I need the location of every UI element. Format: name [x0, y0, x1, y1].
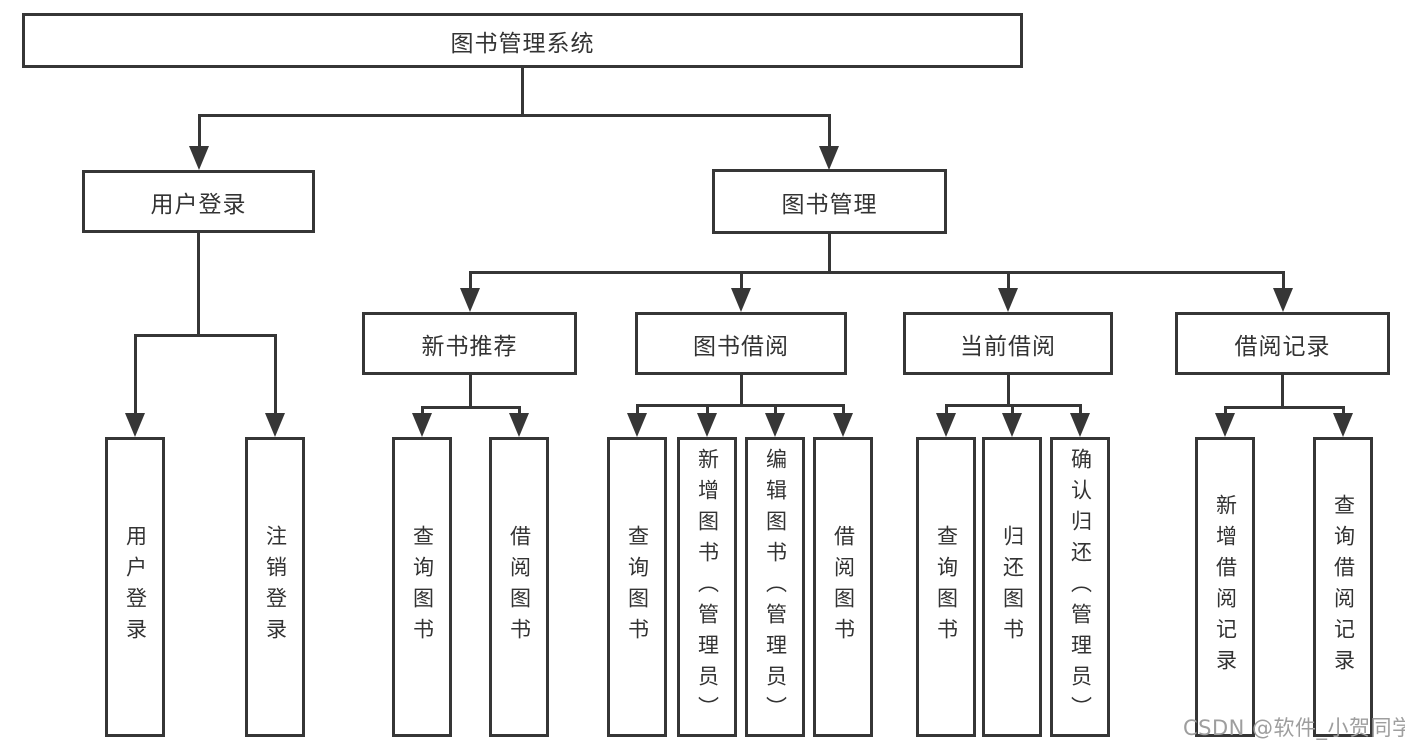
- connector-borrow-trunk: [740, 375, 743, 407]
- arrow-down-icon: [265, 413, 285, 437]
- node-label: 借阅图书: [831, 525, 856, 649]
- node-label: 新书推荐: [421, 333, 518, 360]
- arrow-down-icon: [1215, 413, 1235, 437]
- connector-recommend-drop: [518, 406, 521, 416]
- arrow-down-icon: [1333, 413, 1353, 437]
- node-label: 查询图书: [625, 525, 650, 649]
- connector-root-trunk: [521, 65, 524, 116]
- arrow-down-icon: [731, 288, 751, 312]
- node-new-book-recommend: 新书推荐: [362, 312, 577, 375]
- connector-book-mgmt-drop: [1282, 271, 1285, 292]
- node-label: 当前借阅: [960, 333, 1056, 360]
- arrow-down-icon: [460, 288, 480, 312]
- node-label: 查询图书: [410, 525, 435, 649]
- node-label: 图书管理系统: [450, 30, 595, 57]
- connector-current-drop: [1011, 404, 1014, 416]
- node-label: 用户登录: [123, 525, 148, 649]
- connector-records-drop: [1342, 406, 1345, 416]
- connector-current-drop: [1079, 404, 1082, 416]
- arrow-down-icon: [189, 146, 209, 170]
- node-label: 图书借阅: [693, 333, 789, 360]
- connector-borrow-drop: [842, 404, 845, 416]
- node-label: 图书管理: [781, 191, 878, 218]
- node-label: 查询借阅记录: [1331, 494, 1356, 680]
- leaf-add-borrow-record: 新增借阅记录: [1195, 437, 1255, 737]
- arrow-down-icon: [998, 288, 1018, 312]
- connector-recommend-bar: [421, 406, 521, 409]
- leaf-user-login: 用户登录: [105, 437, 165, 737]
- node-label: 确认归还（管理员）: [1068, 447, 1093, 727]
- arrow-down-icon: [765, 413, 785, 437]
- connector-recommend-drop: [421, 406, 424, 416]
- connector-root-bar: [198, 114, 831, 117]
- connector-current-trunk: [1007, 375, 1010, 407]
- connector-root-drop-right: [828, 114, 831, 148]
- node-root-system: 图书管理系统: [22, 13, 1023, 68]
- connector-book-mgmt-drop: [469, 271, 472, 292]
- node-user-login: 用户登录: [82, 170, 315, 233]
- arrow-down-icon: [1002, 413, 1022, 437]
- node-borrow-records: 借阅记录: [1175, 312, 1390, 375]
- leaf-query-books-recommend: 查询图书: [392, 437, 452, 737]
- leaf-query-borrow-record: 查询借阅记录: [1313, 437, 1373, 737]
- node-label: 新增图书（管理员）: [695, 447, 720, 727]
- connector-borrow-bar: [636, 404, 844, 407]
- arrow-down-icon: [819, 146, 839, 170]
- node-label: 查询图书: [934, 525, 959, 649]
- node-book-borrow: 图书借阅: [635, 312, 847, 375]
- arrow-down-icon: [125, 413, 145, 437]
- connector-user-login-drop: [134, 334, 137, 416]
- leaf-query-books-borrow: 查询图书: [607, 437, 667, 737]
- connector-book-mgmt-drop: [740, 271, 743, 292]
- leaf-confirm-return-admin: 确认归还（管理员）: [1050, 437, 1110, 737]
- node-label: 编辑图书（管理员）: [763, 447, 788, 727]
- connector-borrow-drop: [706, 404, 709, 416]
- node-label: 注销登录: [263, 525, 288, 649]
- connector-records-drop: [1224, 406, 1227, 416]
- leaf-logout-login: 注销登录: [245, 437, 305, 737]
- connector-user-login-drop: [274, 334, 277, 416]
- leaf-query-books-current: 查询图书: [916, 437, 976, 737]
- arrow-down-icon: [1273, 288, 1293, 312]
- node-label: 借阅图书: [507, 525, 532, 649]
- connector-book-mgmt-bar: [469, 271, 1285, 274]
- connector-recommend-trunk: [469, 375, 472, 409]
- node-label: 用户登录: [150, 191, 247, 218]
- arrow-down-icon: [833, 413, 853, 437]
- arrow-down-icon: [936, 413, 956, 437]
- connector-records-trunk: [1281, 375, 1284, 409]
- arrow-down-icon: [509, 413, 529, 437]
- node-label: 归还图书: [1000, 525, 1025, 649]
- connector-book-mgmt-drop: [1007, 271, 1010, 292]
- leaf-borrow-books-recommend: 借阅图书: [489, 437, 549, 737]
- node-current-borrow: 当前借阅: [903, 312, 1113, 375]
- connector-borrow-drop: [774, 404, 777, 416]
- connector-records-bar: [1224, 406, 1344, 409]
- arrow-down-icon: [697, 413, 717, 437]
- connector-user-login-bar: [134, 334, 277, 337]
- node-label: 新增借阅记录: [1213, 494, 1238, 680]
- leaf-return-books: 归还图书: [982, 437, 1042, 737]
- node-book-management: 图书管理: [712, 169, 947, 234]
- csdn-watermark: CSDN @软件_小贺同学: [1183, 716, 1405, 740]
- connector-user-login-trunk: [197, 233, 200, 336]
- arrow-down-icon: [412, 413, 432, 437]
- connector-root-drop-left: [198, 114, 201, 148]
- connector-book-mgmt-trunk: [828, 234, 831, 274]
- connector-borrow-drop: [636, 404, 639, 416]
- leaf-edit-books-admin: 编辑图书（管理员）: [745, 437, 805, 737]
- connector-current-drop: [945, 404, 948, 416]
- arrow-down-icon: [627, 413, 647, 437]
- leaf-borrow-books: 借阅图书: [813, 437, 873, 737]
- node-label: 借阅记录: [1234, 333, 1331, 360]
- leaf-add-books-admin: 新增图书（管理员）: [677, 437, 737, 737]
- arrow-down-icon: [1070, 413, 1090, 437]
